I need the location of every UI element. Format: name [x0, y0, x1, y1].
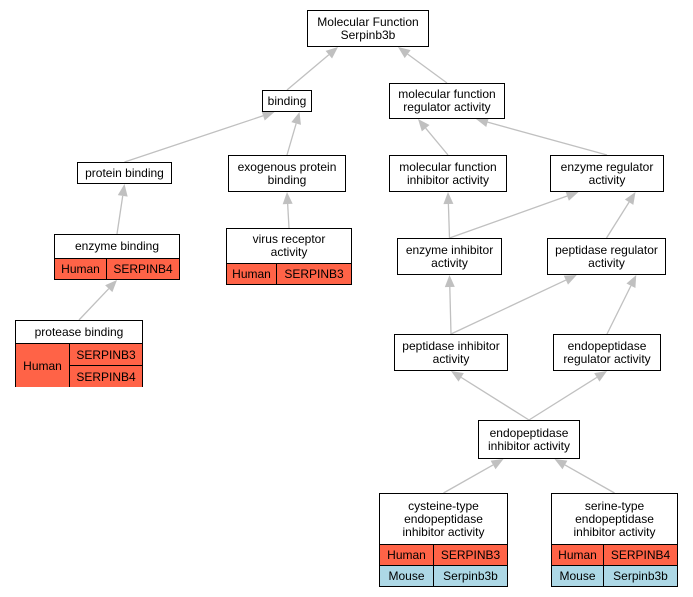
edge-binding-to-root [286, 54, 330, 91]
edge-enzyme_inhibitor-to-mf_inhibitor [447, 203, 451, 239]
node-title: molecular function inhibitor activity [399, 159, 497, 187]
node-title: endopeptidase regulator activity [563, 338, 651, 366]
node-protease-binding[interactable]: protease binding Human SERPINB3 SERPINB4 [15, 320, 143, 387]
arrowhead-mf_regulator [418, 119, 430, 132]
ortholog-row-mouse: Mouse Serpinb3b [380, 565, 507, 586]
edge-endopeptidase_inhibitor-to-endopeptidase_regulator [528, 376, 598, 421]
gene-cell[interactable]: SERPINB3 [434, 545, 507, 565]
node-title: molecular function regulator activity [398, 87, 496, 114]
node-enzyme-binding[interactable]: enzyme binding Human SERPINB4 [54, 234, 180, 280]
node-title: cysteine-type endopeptidase inhibitor ac… [402, 498, 485, 539]
node-title: enzyme binding [74, 239, 160, 253]
arrowhead-protein_binding [117, 184, 128, 197]
gene-cell[interactable]: SERPINB4 [107, 259, 179, 279]
node-title: enzyme regulator activity [560, 159, 654, 187]
species-cell: Human [55, 259, 107, 279]
ortholog-row-mouse: Mouse Serpinb3b [552, 565, 677, 586]
edge-mf_inhibitor-to-mf_regulator [425, 127, 449, 156]
node-peptidase-inhibitor[interactable]: peptidase inhibitor activity [394, 334, 508, 371]
node-enzyme-regulator[interactable]: enzyme regulator activity [550, 155, 664, 192]
arrowhead-enzyme_regulator [624, 192, 636, 205]
edge-enzyme_binding-to-protein_binding [116, 195, 124, 235]
node-enzyme-inhibitor[interactable]: enzyme inhibitor activity [397, 238, 502, 275]
ortholog-row: Human SERPINB3 SERPINB4 [16, 343, 142, 387]
edge-exogenous_protein_binding-to-binding [286, 123, 297, 156]
arrowhead-peptidase_inhibitor [451, 371, 464, 382]
node-title: protein binding [85, 165, 164, 180]
ortholog-row: Human SERPINB4 [55, 258, 179, 279]
ortholog-row-human: Human SERPINB4 [552, 544, 677, 565]
arrowhead-peptidase_regulator [563, 275, 577, 285]
node-cysteine-type-endopeptidase-inhibitor[interactable]: cysteine-type endopeptidase inhibitor ac… [379, 493, 508, 587]
arrowhead-root [325, 47, 338, 59]
arrowhead-endopeptidase_inhibitor [490, 459, 504, 470]
species-cell: Human [227, 264, 277, 284]
edge-peptidase_inhibitor-to-peptidase_regulator [450, 279, 567, 335]
edge-enzyme_inhibitor-to-enzyme_regulator [449, 195, 568, 239]
arrowhead-enzyme_regulator [565, 191, 579, 201]
arrowhead-binding [261, 111, 275, 121]
arrowhead-mf_regulator [476, 117, 489, 128]
node-title: endopeptidase inhibitor activity [487, 425, 571, 453]
species-cell: Mouse [552, 566, 604, 586]
species-cell: Human [380, 545, 434, 565]
node-title: peptidase inhibitor activity [402, 338, 500, 366]
edge-virus_receptor-to-exogenous_protein_binding [287, 203, 290, 229]
edge-endopeptidase_inhibitor-to-peptidase_inhibitor [460, 376, 530, 421]
node-title: virus receptor activity [252, 232, 326, 259]
node-title: serine-type endopeptidase inhibitor acti… [573, 498, 656, 539]
node-mf-inhibitor[interactable]: molecular function inhibitor activity [389, 155, 507, 192]
species-cell: Human [16, 344, 70, 387]
node-endopeptidase-regulator[interactable]: endopeptidase regulator activity [553, 334, 661, 371]
node-title: protease binding [34, 324, 124, 339]
node-title: Molecular Function Serpinb3b [317, 14, 419, 42]
edge-protein_binding-to-binding [124, 115, 264, 163]
arrowhead-mf_inhibitor [443, 192, 454, 205]
species-cell: Human [552, 545, 604, 565]
edge-enzyme_regulator-to-mf_regulator [487, 121, 608, 156]
gene-cell[interactable]: Serpinb3b [434, 566, 507, 586]
gene-cell[interactable]: SERPINB4 [604, 545, 677, 565]
edge-serine_type-to-endopeptidase_inhibitor [564, 464, 615, 494]
species-cell: Mouse [380, 566, 434, 586]
arrowhead-binding [291, 112, 301, 125]
node-title: enzyme inhibitor activity [405, 242, 494, 270]
node-exogenous-protein-binding[interactable]: exogenous protein binding [228, 155, 346, 192]
node-endopeptidase-inhibitor[interactable]: endopeptidase inhibitor activity [478, 420, 580, 459]
node-binding[interactable]: binding [262, 90, 312, 112]
node-title: peptidase regulator activity [555, 242, 658, 270]
edge-peptidase_inhibitor-to-enzyme_inhibitor [449, 286, 452, 335]
arrowhead-endopeptidase_regulator [594, 371, 607, 382]
edge-endopeptidase_regulator-to-peptidase_regulator [606, 285, 632, 335]
node-serine-type-endopeptidase-inhibitor[interactable]: serine-type endopeptidase inhibitor acti… [551, 493, 678, 587]
node-title: exogenous protein binding [237, 159, 337, 187]
edge-protease_binding-to-enzyme_binding [78, 288, 110, 321]
arrowhead-exogenous_protein_binding [282, 192, 293, 205]
node-protein-binding[interactable]: protein binding [77, 162, 172, 184]
node-mf-regulator[interactable]: molecular function regulator activity [389, 83, 505, 119]
arrowhead-root [398, 47, 411, 59]
edge-mf_regulator-to-root [407, 53, 448, 84]
arrowhead-endopeptidase_inhibitor [554, 459, 568, 470]
arrowhead-enzyme_inhibitor [444, 275, 455, 288]
ortholog-row-human: Human SERPINB3 [380, 544, 507, 565]
arrowhead-peptidase_regulator [626, 275, 637, 288]
node-root[interactable]: Molecular Function Serpinb3b [307, 10, 429, 47]
edge-peptidase_regulator-to-enzyme_regulator [605, 201, 630, 239]
node-title: binding [267, 93, 307, 108]
gene-cell[interactable]: Serpinb3b [604, 566, 677, 586]
gene-cell[interactable]: SERPINB3 [70, 344, 142, 365]
gene-cell[interactable]: SERPINB4 [70, 365, 142, 387]
ortholog-row: Human SERPINB3 [227, 263, 351, 284]
edge-cysteine_type-to-endopeptidase_inhibitor [443, 464, 494, 494]
node-peptidase-regulator[interactable]: peptidase regulator activity [547, 238, 666, 275]
arrowhead-enzyme_binding [105, 280, 117, 293]
node-virus-receptor[interactable]: virus receptor activity Human SERPINB3 [226, 228, 352, 285]
gene-cell[interactable]: SERPINB3 [277, 264, 351, 284]
